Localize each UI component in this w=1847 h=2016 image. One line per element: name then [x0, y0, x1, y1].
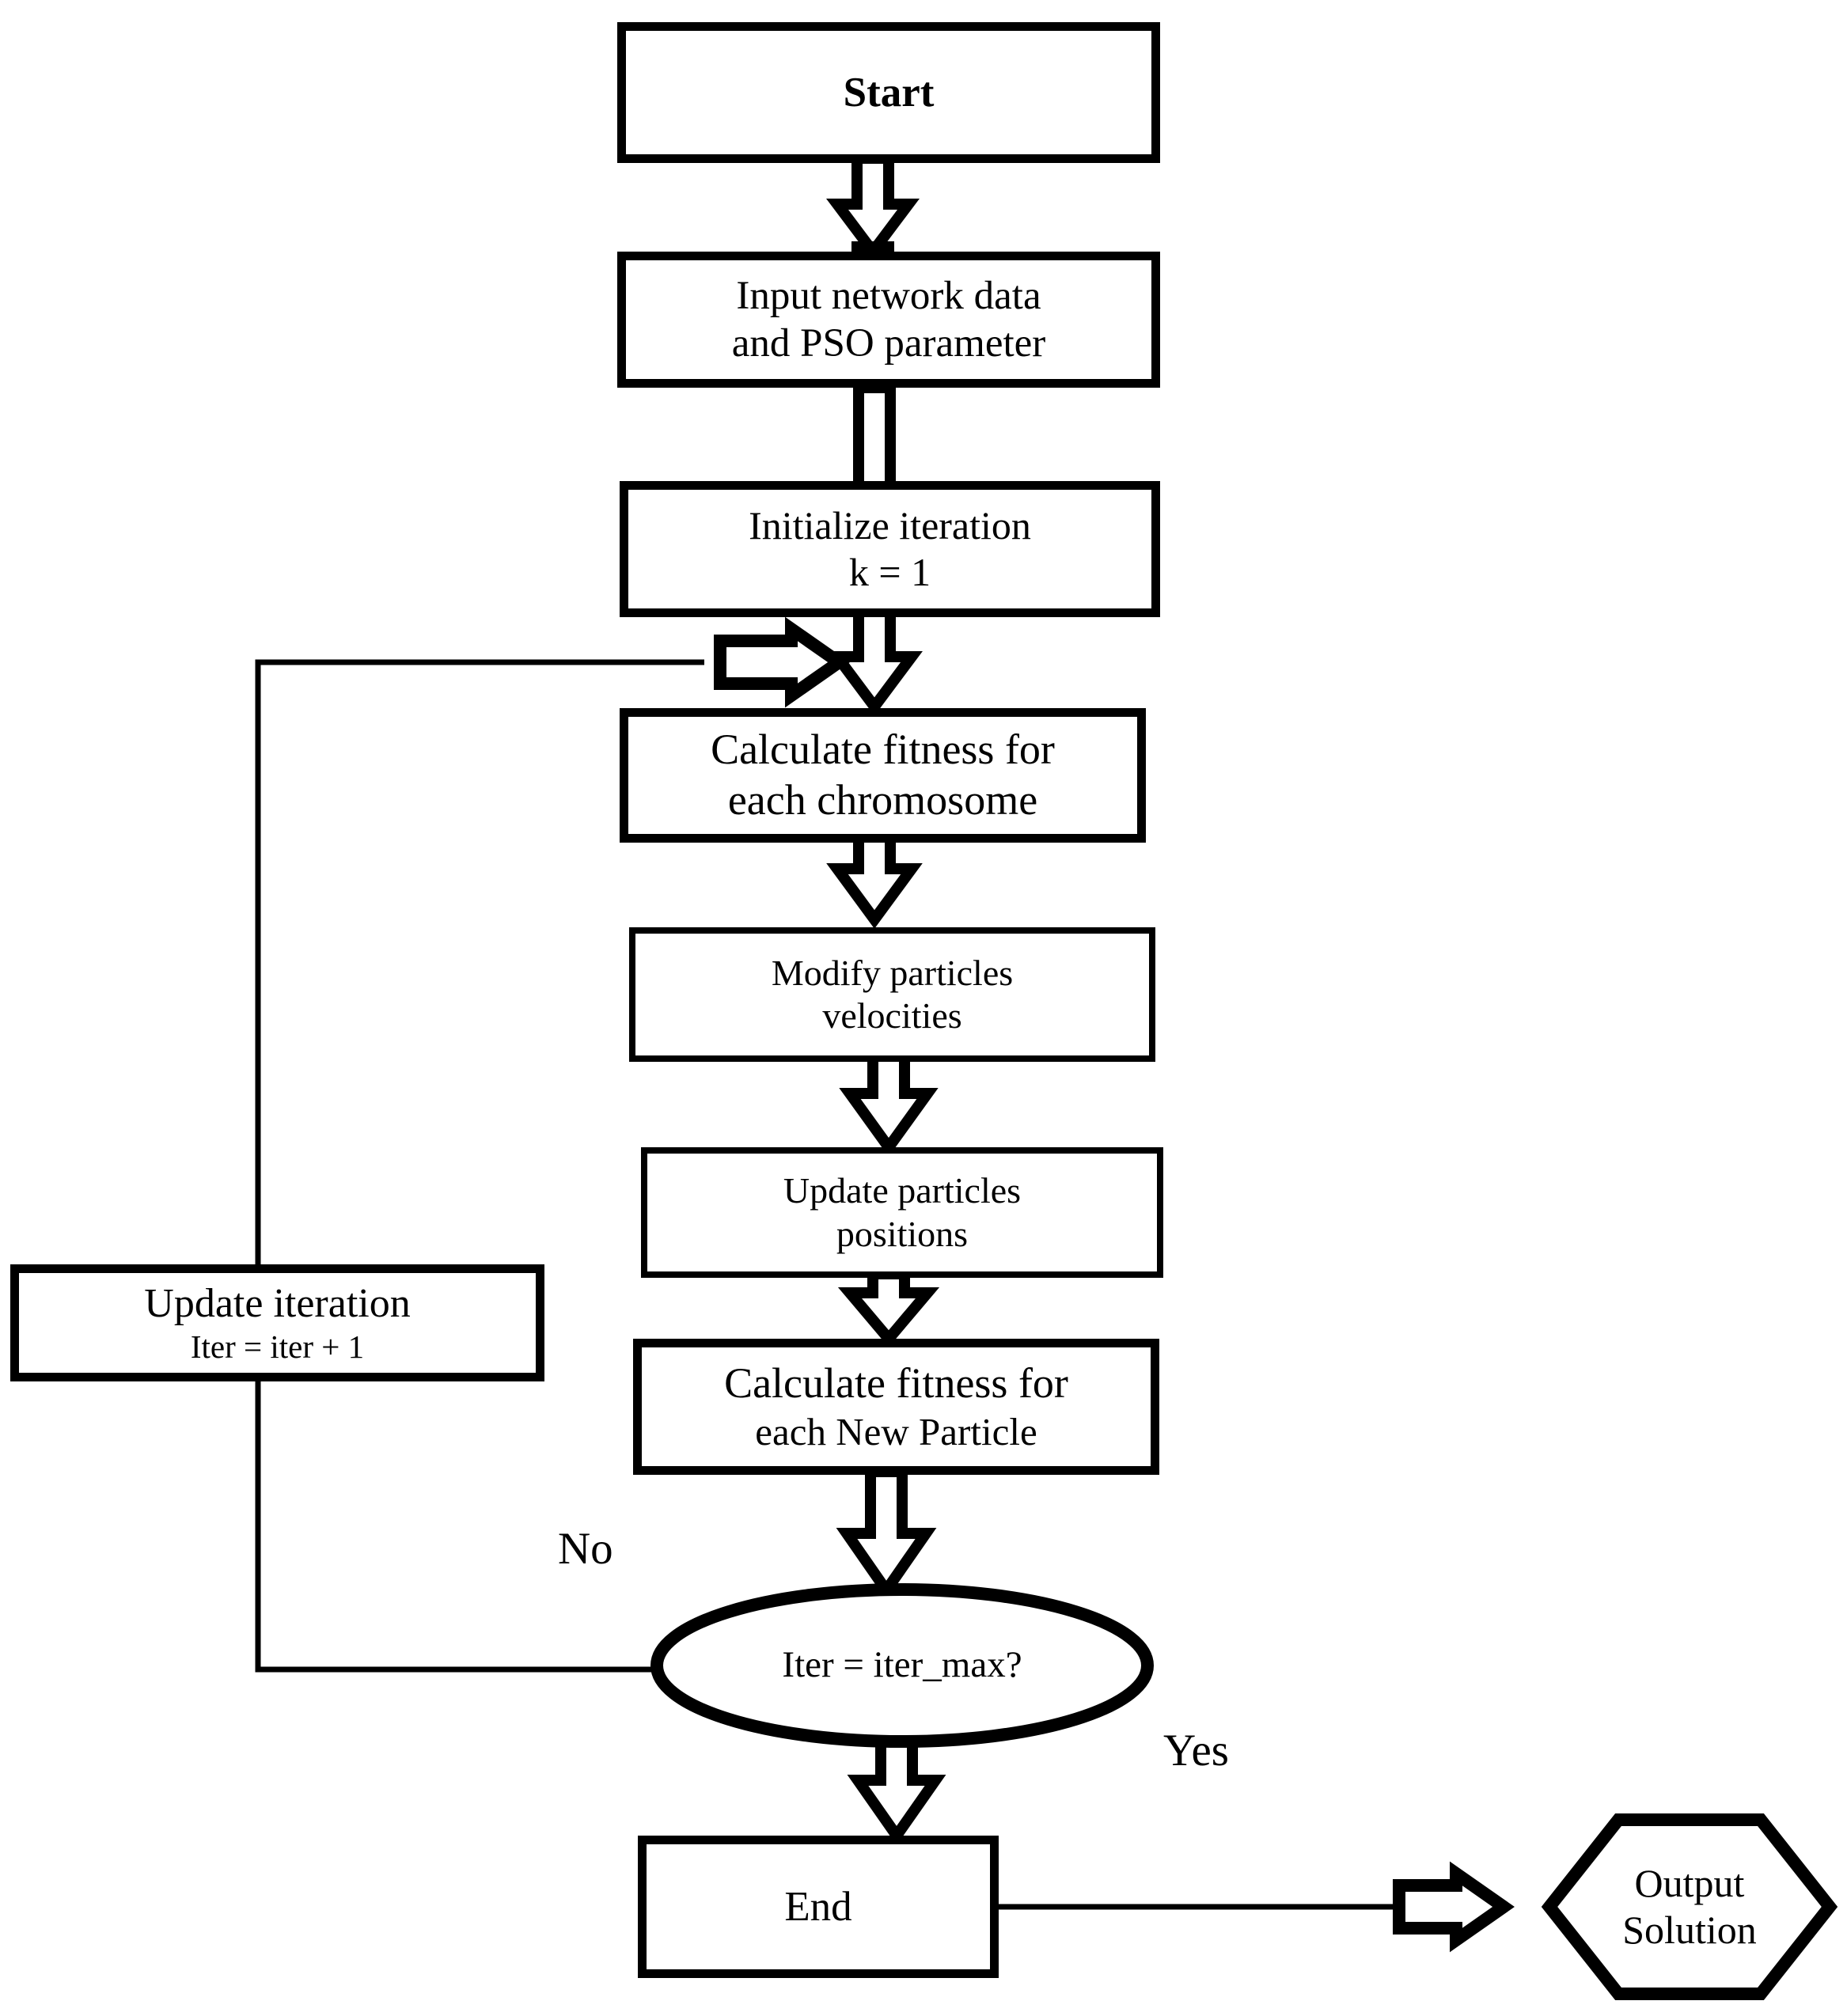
arrow-start-to-input	[826, 153, 920, 261]
node-end[interactable]: End	[638, 1836, 999, 1978]
node-position-label-line2: positions	[836, 1213, 969, 1254]
edge-label-yes: Yes	[1163, 1726, 1229, 1775]
node-input[interactable]: Input network data and PSO parameter	[617, 252, 1160, 388]
node-decision-label: Iter = iter_max?	[782, 1644, 1022, 1686]
node-position-label-line1: Update particles	[783, 1170, 1022, 1211]
node-end-label: End	[784, 1883, 852, 1930]
node-decision-iter-max[interactable]: Iter = iter_max?	[657, 1590, 1147, 1741]
node-modify-particles-velocities[interactable]: Modify particles velocities	[629, 927, 1155, 1062]
node-update-iteration[interactable]: Update iteration Iter = iter + 1	[10, 1264, 544, 1381]
node-calculate-fitness-chromosome[interactable]: Calculate fitness for each chromosome	[620, 708, 1146, 843]
node-output-solution[interactable]: Output Solution	[1549, 1820, 1830, 1994]
node-fitness2-label-line2: each New Particle	[755, 1409, 1037, 1453]
node-update-iter-label-line1: Update iteration	[144, 1281, 411, 1327]
node-input-label-line2: and PSO parameter	[731, 321, 1046, 366]
arrow-velocity-to-position	[839, 1047, 939, 1157]
node-start-label: Start	[843, 69, 935, 116]
arrow-position-to-fitness2	[837, 1268, 940, 1347]
arrow-decision-to-end	[847, 1727, 946, 1846]
node-input-label-line1: Input network data	[736, 273, 1041, 318]
node-fitness2-label-line1: Calculate fitness for	[724, 1359, 1068, 1408]
node-velocity-label-line1: Modify particles	[771, 952, 1014, 993]
node-init-label-line2: k = 1	[848, 550, 931, 594]
decision-ellipse[interactable]	[650, 1583, 1154, 1748]
node-initialize-iteration[interactable]: Initialize iteration k = 1	[620, 481, 1160, 617]
node-fitness1-label-line2: each chromosome	[727, 776, 1038, 824]
node-update-iter-label-line2: Iter = iter + 1	[190, 1328, 365, 1366]
output-solution-hexagon[interactable]	[1541, 1813, 1838, 2000]
node-calculate-fitness-new-particle[interactable]: Calculate fitness for each New Particle	[633, 1339, 1159, 1475]
node-velocity-label-line2: velocities	[822, 995, 962, 1036]
edge-label-no: No	[558, 1524, 613, 1574]
arrow-fitness1-to-velocity	[826, 832, 923, 929]
edge-end-to-output	[999, 1861, 1515, 1953]
node-fitness1-label-line1: Calculate fitness for	[711, 726, 1055, 774]
node-output-label-line2: Solution	[1622, 1908, 1757, 1952]
node-init-label-line1: Initialize iteration	[749, 503, 1031, 548]
node-start[interactable]: Start	[617, 22, 1160, 163]
node-update-particles-positions[interactable]: Update particles positions	[641, 1147, 1163, 1278]
feedback-no-path	[255, 616, 850, 1673]
arrow-fitness2-to-decision	[836, 1466, 937, 1601]
node-output-label-line1: Output	[1634, 1861, 1745, 1905]
